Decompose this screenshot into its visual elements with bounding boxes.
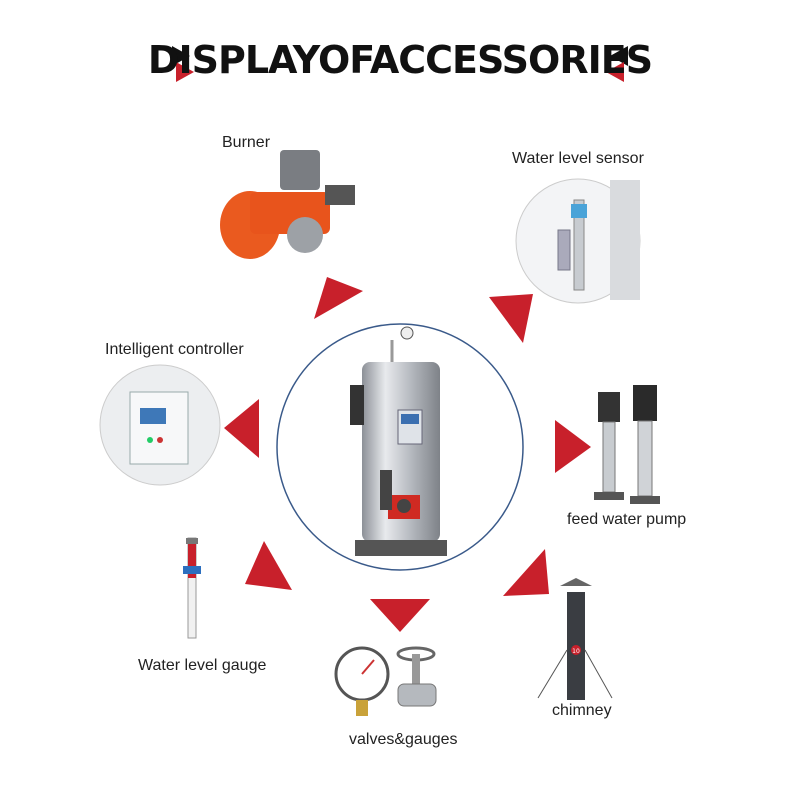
page-title: DISPLAYOFACCESSORIES	[147, 38, 653, 82]
controller-box	[129, 391, 189, 465]
label-water-level-gauge: Water level gauge	[138, 657, 267, 674]
chimney-image	[537, 578, 613, 700]
label-intelligent-controller: Intelligent controller	[105, 341, 244, 358]
label-water-level-sensor: Water level sensor	[512, 150, 644, 167]
chimney-badge: 10	[572, 648, 580, 655]
feed-water-pump-image	[594, 385, 660, 504]
arrow-chimney	[503, 549, 549, 596]
burner-image	[220, 150, 355, 259]
title-right-marks	[606, 46, 628, 82]
arrow-burner	[314, 277, 363, 319]
arrow-feed-water-pump	[555, 420, 591, 473]
water-level-sensor-device	[557, 180, 640, 300]
label-feed-water-pump: feed water pump	[567, 511, 687, 528]
arrow-intelligent-controller	[224, 399, 259, 458]
arrow-water-level-sensor	[489, 294, 533, 343]
title-left-marks	[172, 46, 194, 82]
water-level-gauge-image	[183, 537, 201, 639]
arrow-valves-gauges	[370, 599, 430, 632]
arrow-water-level-gauge	[245, 541, 292, 590]
boiler-image	[350, 326, 447, 556]
label-burner: Burner	[222, 134, 271, 151]
label-chimney: chimney	[552, 702, 612, 719]
label-valves-gauges: valves&gauges	[349, 731, 458, 748]
valves-gauges-image	[334, 646, 437, 716]
